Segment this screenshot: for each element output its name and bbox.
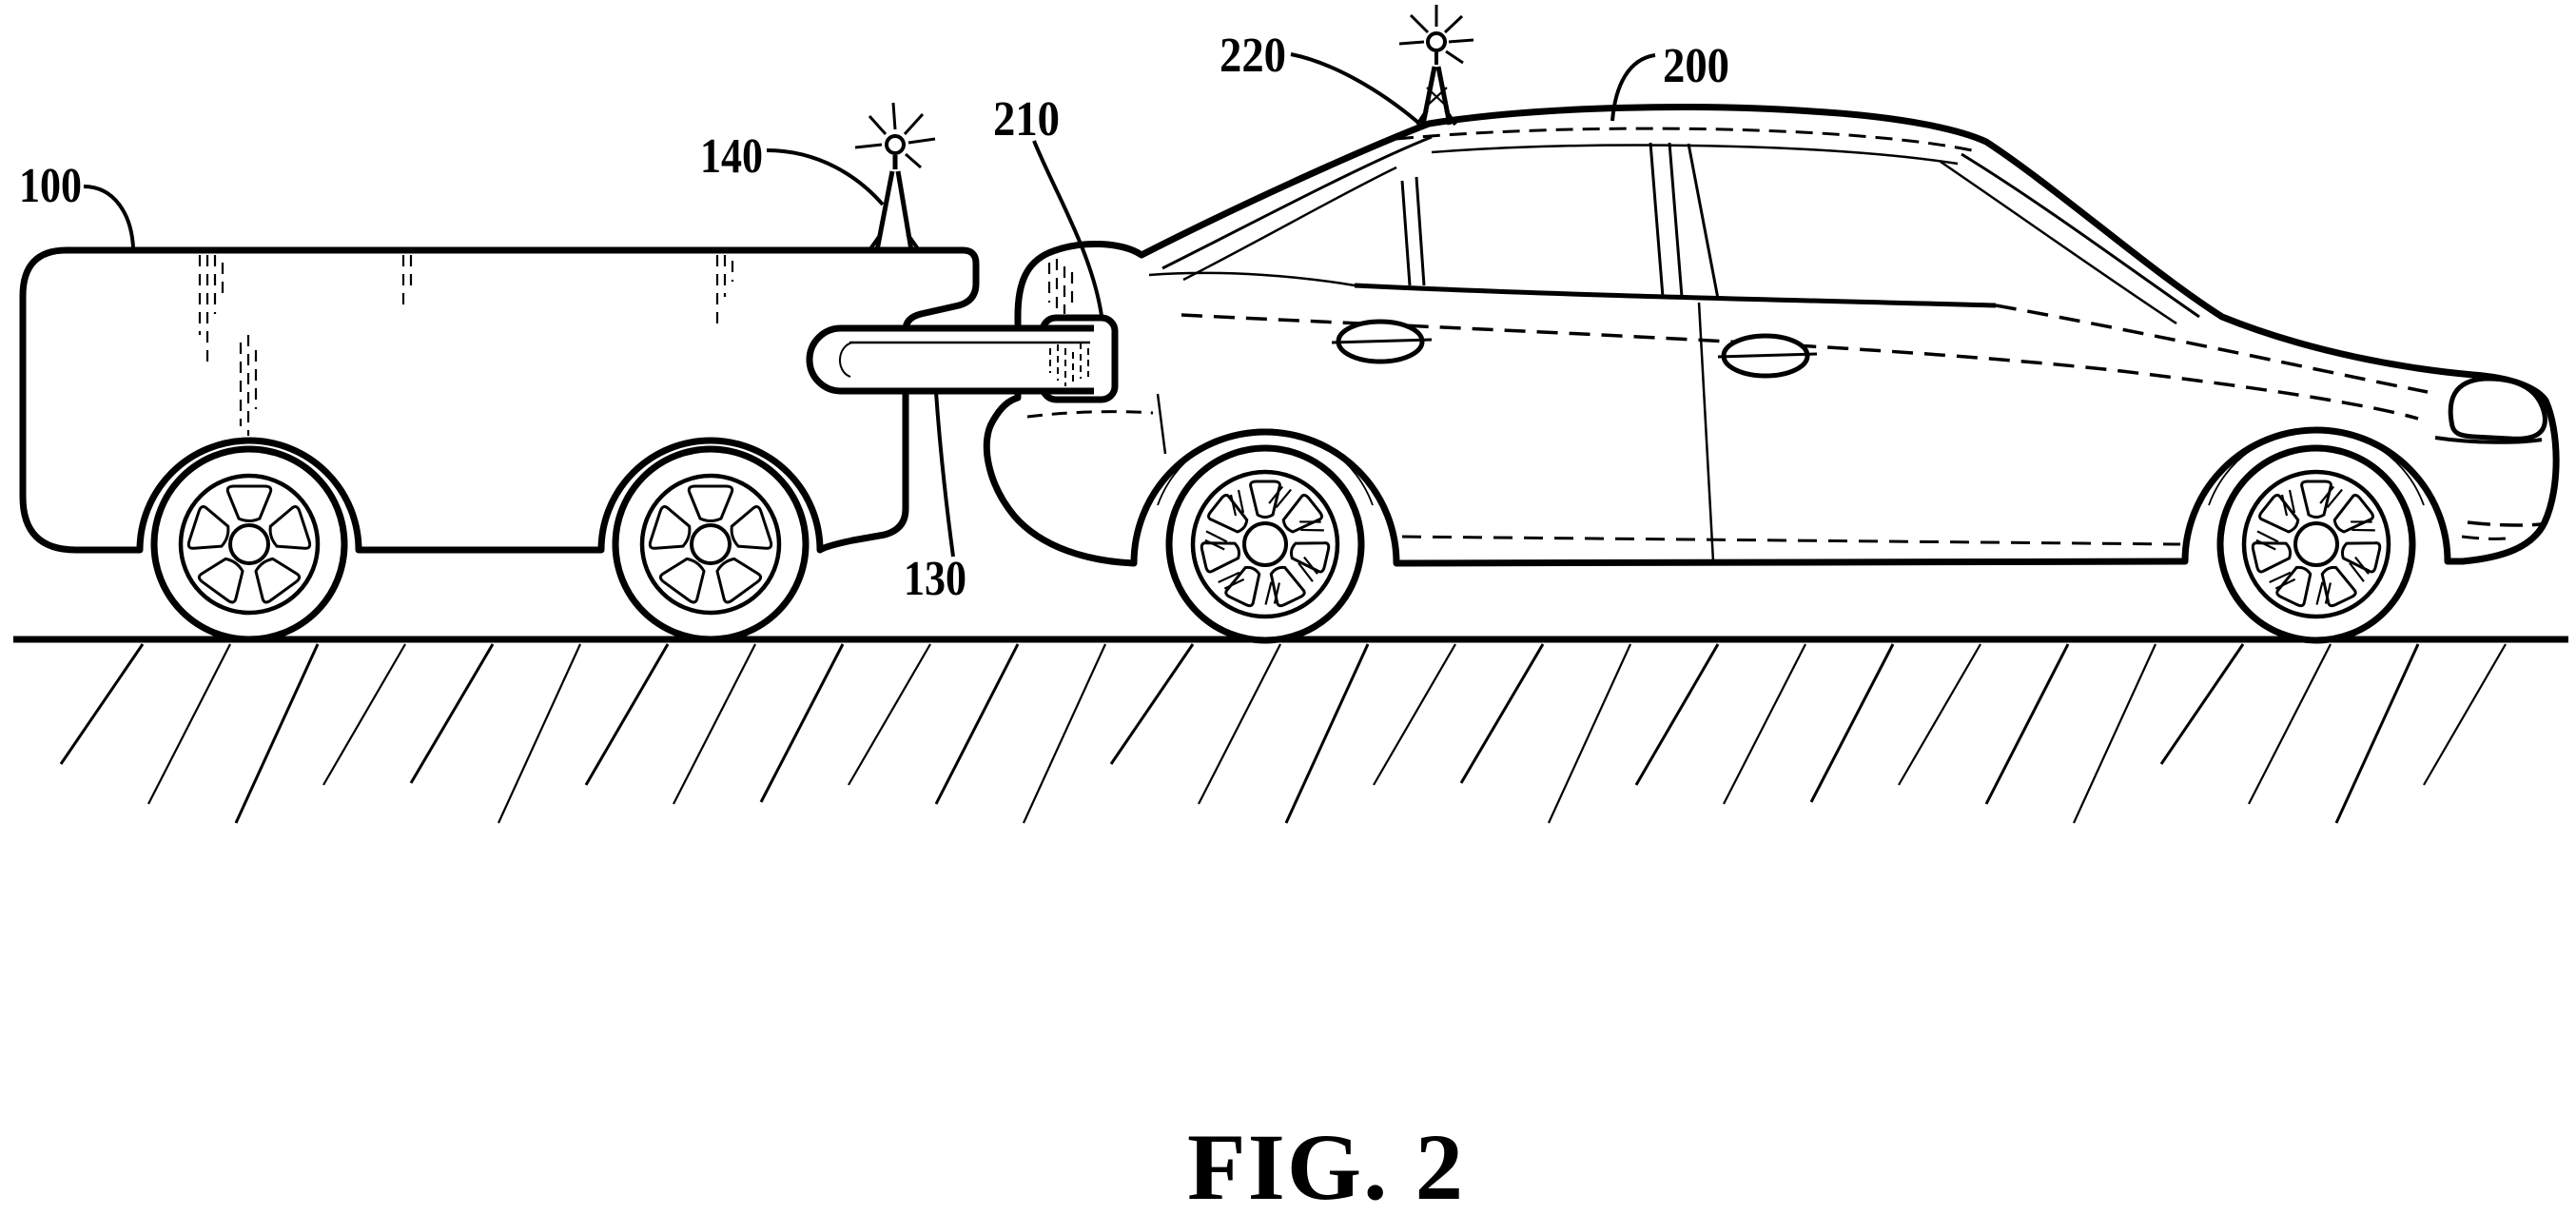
car-body-lines (1026, 259, 2542, 562)
rocker-crease (1401, 535, 2181, 546)
hatch-line (1984, 643, 2070, 805)
hatch-line (1109, 643, 1195, 765)
trailer-shading-lines (198, 255, 734, 436)
hatch-line (234, 643, 320, 824)
trailer-antenna-icon (854, 102, 936, 252)
ref-number-130: 130 (904, 552, 966, 606)
car-glasshouse-lines (1161, 127, 2200, 325)
hatch-line (584, 643, 670, 786)
ref-number-140: 140 (700, 129, 763, 184)
door-handle-front (1331, 319, 1433, 364)
front-fender-shading (1047, 259, 1074, 314)
windshield-inner-line (1161, 135, 1433, 270)
hatch-line (1459, 643, 1545, 784)
car-wheel-front (1169, 448, 1361, 640)
ref-label-200: 200 (1610, 39, 1729, 122)
hood-seam (1148, 271, 1356, 287)
hatch-line (1898, 643, 1981, 786)
trailer-body (19, 246, 980, 554)
car-antenna-icon (1398, 5, 1474, 127)
tow-bar-cap-line (839, 342, 853, 378)
ref-label-140: 140 (700, 129, 885, 206)
hatch-line (1198, 643, 1281, 805)
roof-inner-line (1395, 127, 1981, 154)
hatch-line (1547, 643, 1632, 824)
leader-line-220 (1290, 52, 1419, 124)
ref-label-100: 100 (19, 159, 135, 248)
hatch-line (409, 643, 495, 784)
ref-number-220: 220 (1220, 29, 1286, 83)
hatch-line (759, 643, 845, 803)
trailer-wheel-left (154, 449, 344, 639)
ref-number-100: 100 (19, 159, 82, 213)
hatch-line (848, 643, 931, 786)
rear-bumper-crease-2 (2461, 535, 2507, 540)
b-pillar (1649, 142, 1684, 298)
rear-bumper-crease-1 (2467, 520, 2542, 527)
hatch-line (497, 643, 582, 824)
window-top-line (1431, 144, 1959, 166)
signal-burst-icon (1398, 5, 1474, 65)
towed-vehicle-drawing (983, 5, 2560, 640)
hatch-line (2159, 643, 2245, 765)
receiver-shading (1049, 343, 1089, 386)
ref-label-130: 130 (904, 391, 966, 606)
ground-hatching (59, 643, 2507, 824)
ref-label-220: 220 (1220, 29, 1419, 124)
hatch-line (322, 643, 406, 786)
rear-deck-seam (1995, 304, 2429, 394)
ref-number-210: 210 (993, 92, 1060, 147)
hatch-line (1373, 643, 1456, 786)
front-arch-liner (1157, 428, 1374, 506)
rear-arch-liner (2208, 428, 2425, 506)
door-handle-rear (1717, 333, 1818, 379)
leader-line-130 (934, 391, 955, 558)
hatch-line (2423, 643, 2507, 786)
signal-burst-icon (854, 102, 936, 169)
hatch-line (1809, 643, 1895, 803)
taillight (2434, 376, 2547, 444)
hatch-line (934, 643, 1020, 805)
leader-line-210 (1032, 140, 1103, 317)
figure-caption: FIG. 2 (1187, 1114, 1465, 1215)
tow-bar (806, 324, 1094, 395)
hatch-line (2072, 643, 2157, 824)
reference-labels: 100 140 210 220 200 130 (19, 29, 1729, 606)
car-wheel-rear (2220, 448, 2412, 640)
leader-line-200 (1610, 53, 1656, 122)
a-pillar-line (1182, 166, 1397, 282)
front-bumper-crease (1026, 410, 1154, 419)
rear-window-inner-line (1961, 152, 2200, 319)
mid-body-crease (1181, 313, 2419, 421)
hatch-line (673, 643, 756, 805)
hatch-line (2334, 643, 2420, 824)
rear-door-seam (1697, 302, 1715, 562)
c-pillar-line (1940, 160, 2177, 325)
trailer-wheel-right (615, 449, 806, 639)
beltline (1354, 283, 1997, 308)
ref-label-210: 210 (993, 92, 1103, 317)
ref-number-200: 200 (1663, 39, 1729, 93)
leader-line-140 (766, 148, 885, 206)
hatch-line (1284, 643, 1370, 824)
front-window-edge (1400, 176, 1426, 286)
hatch-line (1634, 643, 1720, 786)
hatch-line (59, 643, 145, 765)
rear-door-window-edge (1687, 143, 1720, 300)
towing-vehicle-drawing (19, 102, 980, 639)
hatch-line (2248, 643, 2332, 805)
leader-line-100 (83, 185, 135, 248)
hatch-line (147, 643, 231, 805)
front-door-seam (1156, 393, 1167, 455)
hatch-line (1022, 643, 1107, 824)
hatch-line (1723, 643, 1806, 805)
